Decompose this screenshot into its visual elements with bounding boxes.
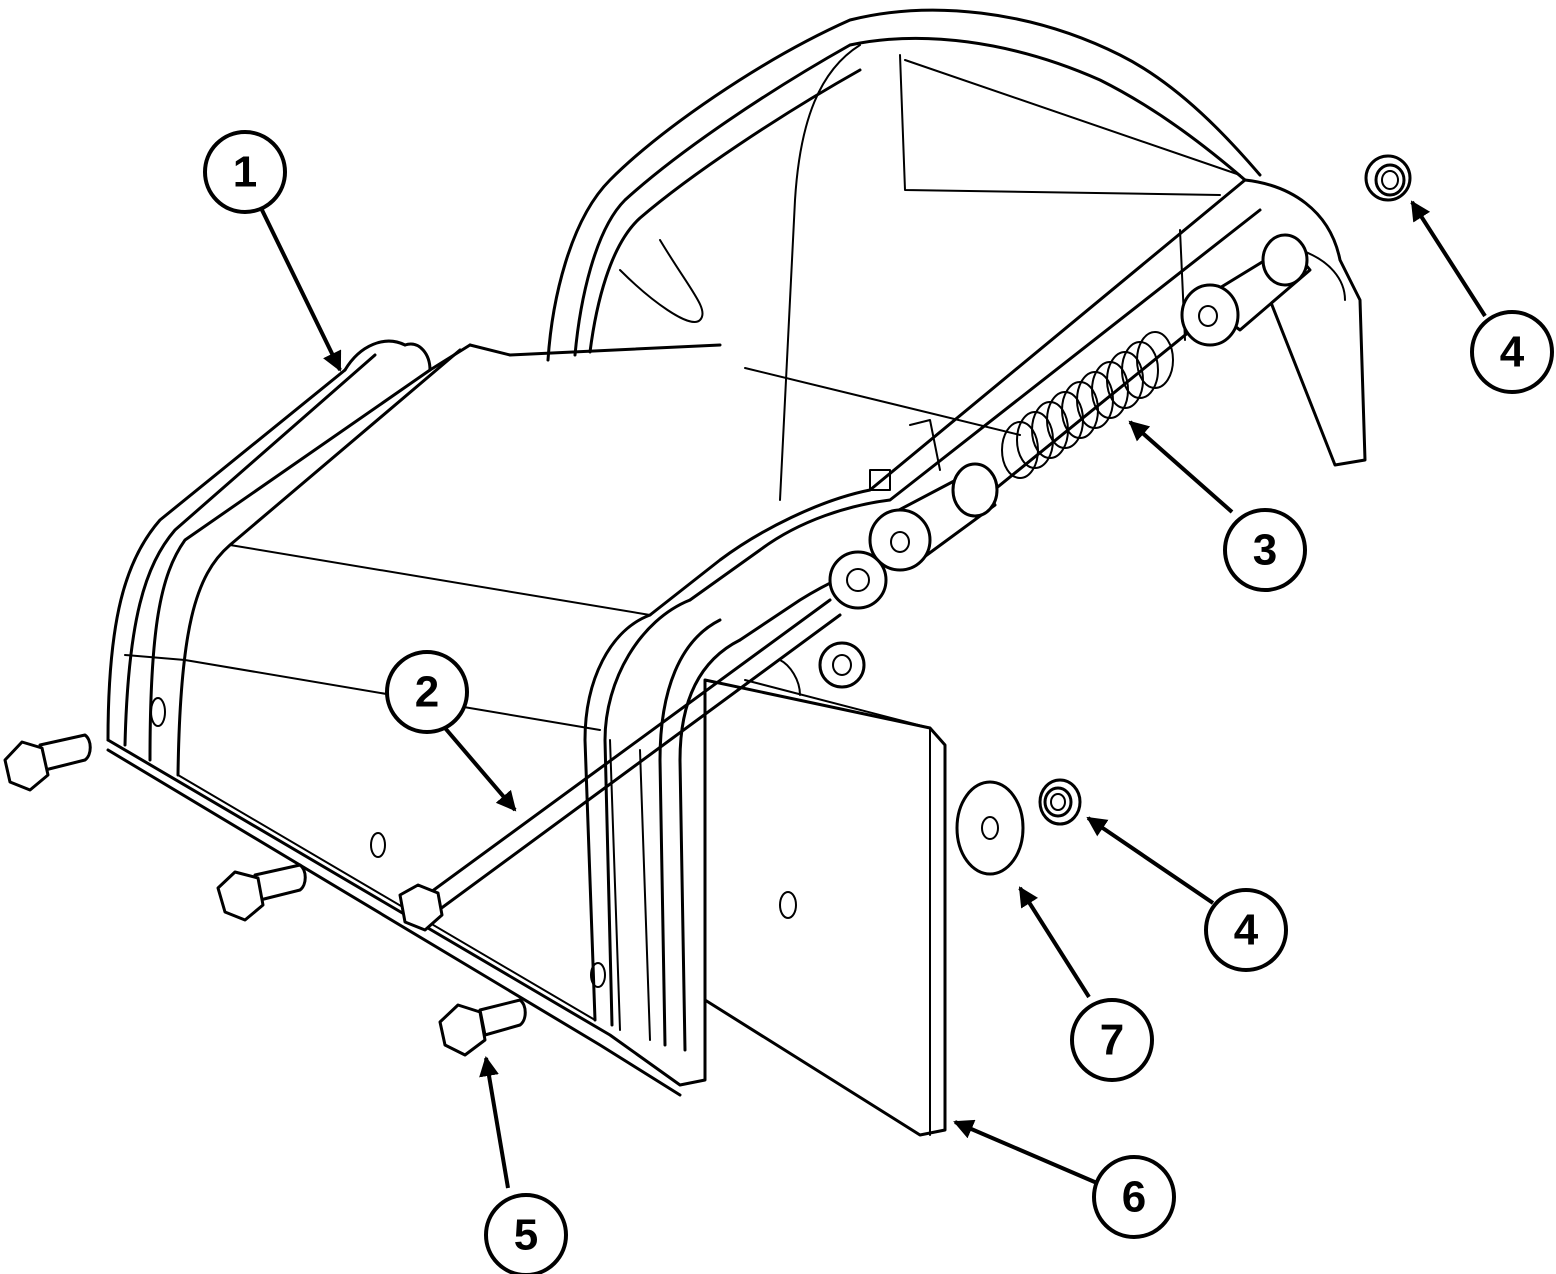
svg-text:2: 2 bbox=[415, 668, 439, 717]
leader-4-lower bbox=[1086, 816, 1215, 905]
flange-nut-middle bbox=[818, 641, 866, 689]
svg-text:7: 7 bbox=[1100, 1016, 1124, 1065]
leader-7 bbox=[1018, 886, 1091, 999]
pivot-bushing-rear bbox=[1180, 233, 1312, 347]
svg-text:5: 5 bbox=[514, 1211, 538, 1260]
svg-text:3: 3 bbox=[1253, 526, 1277, 575]
callout-4-upper: 4 bbox=[1470, 310, 1554, 394]
washer bbox=[955, 780, 1025, 876]
leader-1 bbox=[260, 209, 342, 372]
svg-text:4: 4 bbox=[1234, 906, 1259, 955]
callout-1: 1 bbox=[203, 130, 287, 214]
flange-bolt-lower bbox=[438, 998, 527, 1057]
leader-5 bbox=[479, 1056, 510, 1189]
svg-text:6: 6 bbox=[1122, 1173, 1146, 1222]
chute-housing bbox=[106, 8, 1367, 1097]
deflector-plate bbox=[703, 659, 947, 1137]
flange-nut-lower bbox=[1038, 778, 1082, 826]
svg-text:4: 4 bbox=[1500, 328, 1525, 377]
flange-bolt-middle bbox=[216, 863, 307, 922]
flange-nut-upper bbox=[1364, 154, 1412, 202]
leader-6 bbox=[953, 1119, 1098, 1185]
flange-bolt-left bbox=[3, 733, 92, 792]
leader-2 bbox=[443, 726, 517, 812]
pivot-bushing-front bbox=[868, 462, 999, 572]
svg-text:1: 1 bbox=[233, 148, 257, 197]
control-rod bbox=[398, 550, 888, 932]
callout-2: 2 bbox=[385, 650, 469, 734]
leader-lines bbox=[260, 200, 1487, 1189]
callout-3: 3 bbox=[1223, 508, 1307, 592]
callout-5: 5 bbox=[484, 1193, 568, 1274]
leader-3 bbox=[1128, 420, 1234, 514]
leader-4-upper bbox=[1410, 200, 1487, 318]
callout-4-lower: 4 bbox=[1204, 888, 1288, 972]
callout-7: 7 bbox=[1070, 998, 1154, 1082]
callout-6: 6 bbox=[1092, 1155, 1176, 1239]
